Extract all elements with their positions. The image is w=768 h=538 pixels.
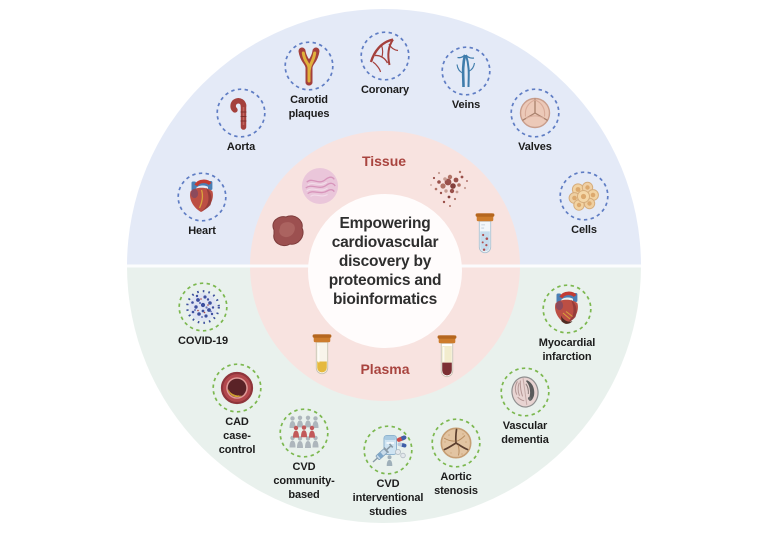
node-label: Valves bbox=[518, 141, 552, 153]
artery-plaque-icon bbox=[212, 363, 262, 413]
node-myocardial-infarction: Myocardial infarction bbox=[522, 284, 612, 364]
page-title: Empowering cardiovascular discovery by p… bbox=[328, 215, 442, 308]
node-label: Heart bbox=[188, 225, 216, 237]
node-label: Myocardial infarction bbox=[538, 337, 596, 364]
node-carotid-plaques: Carotid plaques bbox=[264, 41, 354, 121]
coronary-arteries-icon bbox=[360, 31, 410, 81]
veins-icon bbox=[441, 46, 491, 96]
heart-icon bbox=[177, 172, 227, 222]
tissue-sample-icon bbox=[272, 215, 304, 247]
blood-tube-icon bbox=[437, 335, 457, 378]
brain-icon bbox=[500, 367, 550, 417]
node-label: CVD community- based bbox=[273, 461, 335, 502]
cells-cluster-icon bbox=[559, 171, 609, 221]
node-label: Cells bbox=[571, 224, 597, 236]
node-label: COVID-19 bbox=[178, 335, 228, 347]
node-label: CAD case- control bbox=[218, 416, 256, 457]
people-group-icon bbox=[279, 408, 329, 458]
plasma-tube-icon bbox=[312, 334, 332, 375]
node-cvd-community-based: CVD community- based bbox=[259, 408, 349, 502]
aortic-valve-icon bbox=[431, 418, 481, 468]
node-vascular-dementia: Vascular dementia bbox=[480, 367, 570, 447]
node-label: Aortic stenosis bbox=[434, 471, 478, 498]
node-cvd-interventional-studies: CVD interventional studies bbox=[343, 425, 433, 519]
infarcted-heart-icon bbox=[542, 284, 592, 334]
tissue-tube-icon bbox=[475, 213, 495, 254]
node-aortic-stenosis: Aortic stenosis bbox=[411, 418, 501, 498]
covid-virus-icon bbox=[178, 282, 228, 332]
heart-valve-icon bbox=[510, 88, 560, 138]
center-circle bbox=[308, 194, 462, 348]
node-label: Carotid plaques bbox=[288, 94, 330, 121]
node-label: Coronary bbox=[360, 84, 410, 96]
aorta-icon bbox=[216, 88, 266, 138]
tissue-ring-label: Tissue bbox=[361, 153, 407, 169]
node-covid19: COVID-19 bbox=[158, 282, 248, 348]
node-cad-case-control: CAD case- control bbox=[192, 363, 282, 457]
node-valves: Valves bbox=[490, 88, 580, 154]
node-label: Vascular dementia bbox=[501, 420, 549, 447]
node-label: Veins bbox=[451, 99, 481, 111]
node-aorta: Aorta bbox=[196, 88, 286, 154]
carotid-plaques-icon bbox=[284, 41, 334, 91]
node-label: Aorta bbox=[226, 141, 256, 153]
node-label: CVD interventional studies bbox=[352, 478, 424, 519]
tissue-fragments-icon bbox=[430, 170, 468, 207]
node-cells: Cells bbox=[539, 171, 629, 237]
medication-iv-icon bbox=[363, 425, 413, 475]
node-heart: Heart bbox=[157, 172, 247, 238]
histology-slide-icon bbox=[301, 167, 339, 205]
node-coronary: Coronary bbox=[340, 31, 430, 97]
node-veins: Veins bbox=[421, 46, 511, 112]
plasma-ring-label: Plasma bbox=[360, 361, 410, 377]
